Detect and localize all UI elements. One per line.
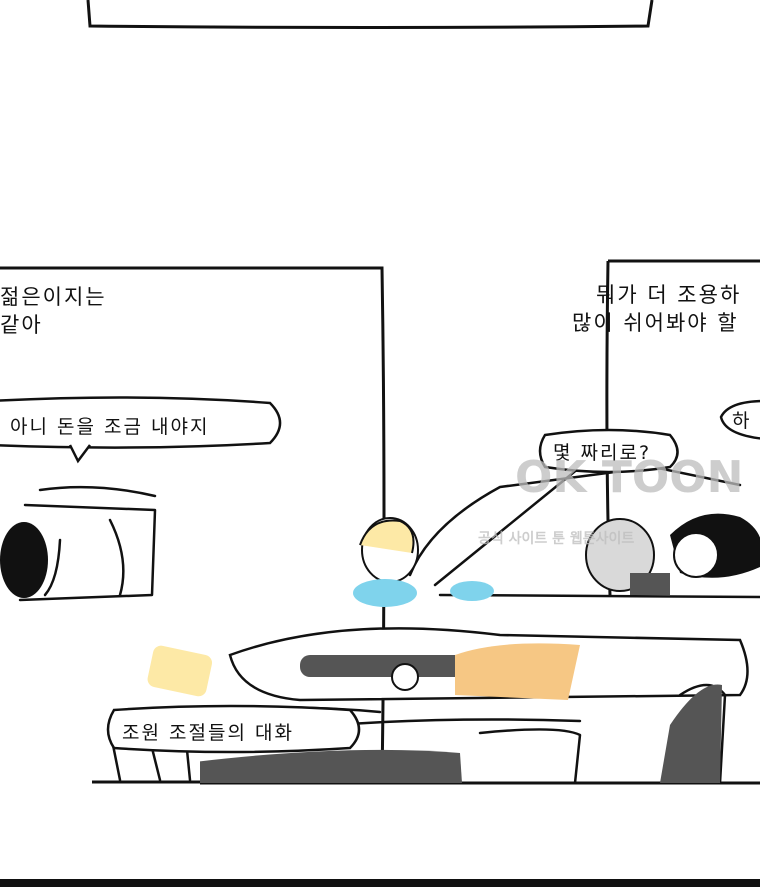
speech-bubble-center bbox=[538, 428, 679, 474]
narration-right-line2: 많이 쉬어봐야 할 bbox=[572, 311, 739, 335]
speech-bubble-bottom bbox=[106, 704, 361, 754]
speech-bubble-center-text: 몇 짜리로? bbox=[553, 442, 652, 464]
narration-right-line1: 뭐가 더 조용하 bbox=[596, 283, 742, 307]
top-panel-fragment bbox=[86, 0, 654, 29]
dark-hair-character bbox=[0, 522, 48, 598]
watermark-logo: OK TOON bbox=[515, 452, 744, 503]
narration-left-line1: 젊은이지는 bbox=[0, 285, 107, 309]
speech-bubble-left bbox=[0, 396, 282, 464]
speech-bubble-bottom-text: 조원 조절들의 대화 bbox=[122, 722, 294, 744]
narration-left-line2: 같아 bbox=[0, 313, 43, 337]
bottom-bar bbox=[0, 879, 760, 887]
speech-bubble-right-text: 하 bbox=[732, 410, 752, 432]
watermark-subtext: 공식 사이트 툰 웹툰사이트 bbox=[478, 531, 635, 547]
speech-bubble-left-text: 아니 돈을 조금 내야지 bbox=[10, 416, 210, 438]
right-panel bbox=[200, 259, 760, 785]
speech-bubble-right bbox=[719, 399, 760, 440]
